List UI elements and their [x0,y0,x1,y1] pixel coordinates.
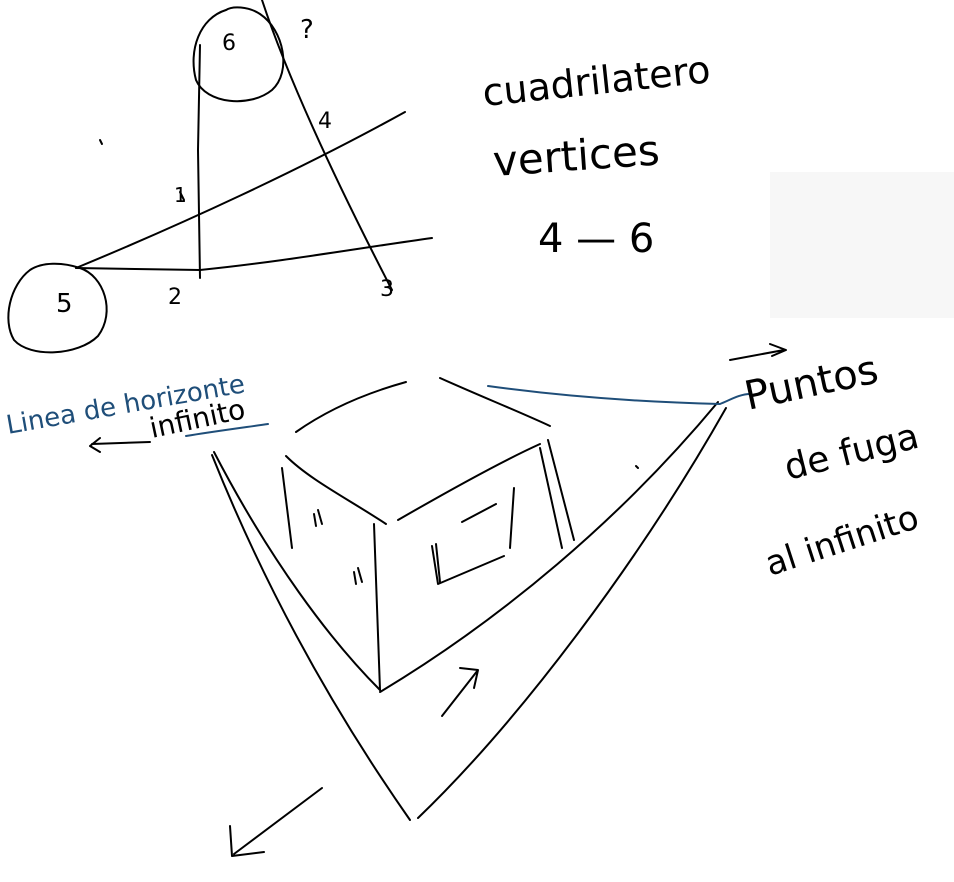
label-3: 3 [380,277,394,302]
box-left-top [285,455,387,525]
horizon-line-left [185,423,269,437]
tick-mark-1 [179,191,185,201]
horizon-line-right [487,385,751,405]
line-left-vp-to-corner [213,451,381,691]
line-5-to-3 [75,237,433,271]
label-1: 1 [174,183,187,207]
face-mark-2 [353,567,363,585]
quadrilateral-sketch [7,0,433,354]
label-to-infinity: al infinito [760,497,923,584]
box-right-top [397,443,541,521]
title-range: 4 — 6 [538,216,654,262]
box-right-vertical-2 [539,447,563,549]
box-middle-vertical [373,523,381,691]
arrow-down-left [229,787,323,857]
box-right-vertical [547,439,575,541]
line-vertical [197,44,201,279]
circle-vertex-6 [192,6,285,103]
arrow-up-right [441,667,479,717]
horizon-lines [185,385,751,437]
label-points: Puntos [741,347,883,420]
perspective-box-sketch [211,343,787,857]
arrow-left-infinity [89,437,151,453]
box-left-vertical [281,467,293,549]
inner-window [431,487,515,585]
label-2: 2 [168,285,182,310]
box-top-right-edge [439,377,551,427]
box-top-left-edge [295,381,407,433]
circle-vertex-5 [7,262,108,354]
line-6-to-3 [261,0,393,291]
label-question: ? [300,15,314,45]
face-mark-1 [313,509,323,527]
label-5: 5 [56,289,73,319]
label-vanish: de fuga [780,416,923,489]
line-right-vp-to-bottom [417,407,727,819]
label-6: 6 [222,31,236,56]
label-4: 4 [318,109,332,134]
inner-window-2 [435,543,441,583]
vertex-labels: 6 ? 4 1 5 2 3 [56,15,394,319]
line-right-vp-to-corner [379,401,719,693]
arrow-top-right [729,343,787,361]
dot-right [635,465,639,469]
line-left-vp-to-bottom [211,454,411,821]
stray-mark [99,139,103,145]
vanishing-points-notes: Puntos de fuga al infinito [741,347,924,585]
title-notes: cuadrilatero vertices 4 — 6 [480,47,712,262]
title-quadrilateral: cuadrilatero [480,47,712,115]
line-5-to-4 [75,111,406,269]
blank-panel [770,172,954,318]
title-vertices: vertices [491,125,661,186]
